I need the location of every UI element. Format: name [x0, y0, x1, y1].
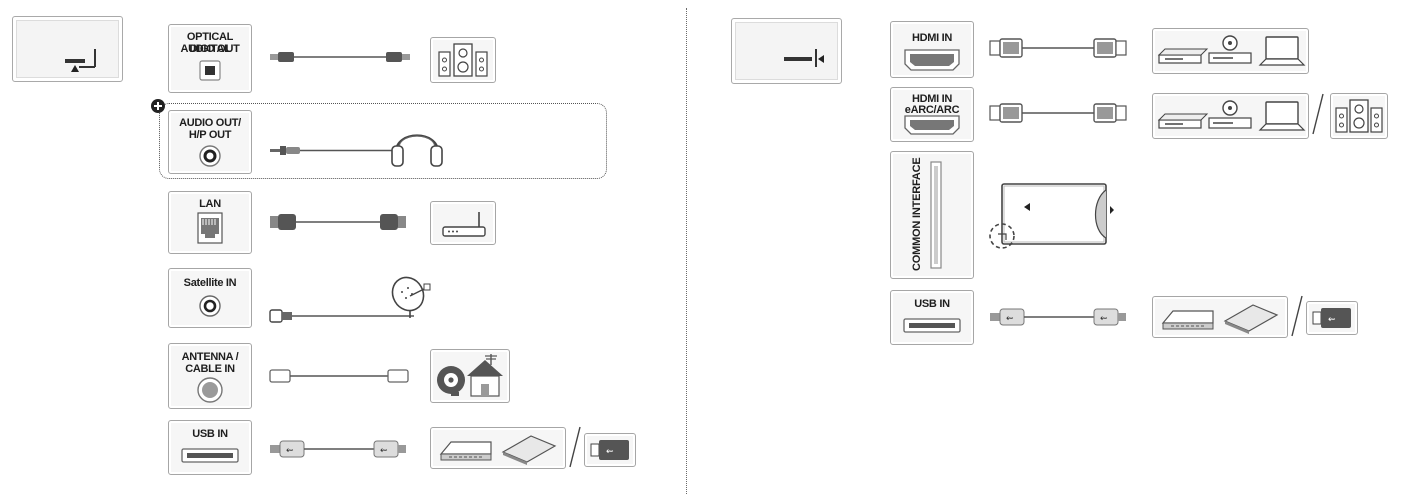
svg-text:⇜: ⇜ — [1006, 314, 1014, 324]
house-antenna-device — [430, 349, 510, 403]
speaker-icon — [438, 43, 488, 77]
slash-divider-left — [569, 426, 581, 468]
plus-circle-icon — [151, 99, 165, 113]
common-interface-panel: COMMON INTERFACE — [890, 151, 974, 279]
hdmi-devices — [1152, 28, 1309, 74]
audio-jack-icon — [199, 145, 221, 167]
lan-socket-icon — [197, 212, 223, 244]
hdmi-earc-socket-icon — [904, 115, 960, 135]
hdmi-earc-label-2: eARC/ARC — [904, 104, 960, 116]
satellite-dish-icon — [391, 276, 431, 318]
usb-cable-left: ⇜ ⇜ — [270, 440, 406, 458]
bluray-player-icon — [1157, 35, 1252, 64]
audio-out-port-panel: AUDIO OUT/ H/P OUT — [168, 110, 252, 174]
slash-divider-hdmi — [1312, 93, 1324, 135]
house-antenna-icon — [437, 354, 503, 397]
lan-port-panel: LAN — [168, 191, 252, 254]
antenna-port-label-1: ANTENNA / — [181, 351, 239, 363]
speaker-device — [430, 37, 496, 83]
tv-side-panel — [731, 18, 842, 84]
usb-port-panel-left: USB IN — [168, 420, 252, 475]
audio-out-label-1: AUDIO OUT/ — [179, 117, 241, 129]
ci-module-icon — [989, 183, 1114, 249]
satellite-cable — [269, 309, 414, 323]
usb-cable-right: ⇜ ⇜ — [990, 308, 1126, 326]
ci-slot-icon — [930, 161, 942, 269]
laptop-icon — [1258, 36, 1306, 66]
center-divider — [686, 8, 687, 494]
usb-socket-icon-left — [181, 448, 239, 463]
antenna-port-label-2: CABLE IN — [185, 363, 235, 375]
optical-port-label-1: OPTICAL DIGITAL — [186, 31, 234, 55]
satellite-socket-icon — [199, 295, 221, 317]
hdmi-cable — [989, 38, 1127, 58]
antenna-socket-icon — [197, 377, 223, 403]
bluray-player-icon-2 — [1157, 100, 1252, 129]
headphone-icon — [391, 134, 443, 167]
tv-bottom-panel — [12, 16, 123, 82]
antenna-cable — [269, 369, 409, 383]
lan-port-label: LAN — [199, 198, 221, 210]
usb-drive-device-left: ⇜ — [584, 433, 636, 467]
svg-text:⇜: ⇜ — [380, 446, 388, 456]
router-icon — [442, 212, 486, 237]
usb-socket-icon-right — [903, 318, 961, 333]
usb-drive-device-right: ⇜ — [1306, 301, 1358, 335]
hdmi-earc-label-1: HDMI IN — [911, 93, 953, 105]
hdmi-earc-port-panel: HDMI IN eARC/ARC — [890, 87, 974, 142]
optical-port-label-2: AUDIO OUT — [180, 43, 240, 55]
hdmi-socket-icon — [904, 49, 960, 71]
usb-port-label-left: USB IN — [192, 428, 228, 440]
hdmi-port-panel: HDMI IN — [890, 21, 974, 78]
headphone-cable — [270, 146, 394, 155]
optical-socket-icon — [199, 60, 221, 81]
usb-port-panel-right: USB IN — [890, 290, 974, 345]
antenna-port-panel: ANTENNA / CABLE IN — [168, 343, 252, 409]
speaker-icon-2 — [1335, 99, 1383, 133]
svg-text:⇜: ⇜ — [1328, 315, 1336, 325]
satellite-port-panel: Satellite IN — [168, 268, 252, 328]
hdmi-port-label: HDMI IN — [911, 32, 953, 44]
svg-text:⇜: ⇜ — [606, 447, 614, 457]
usb-port-label-right: USB IN — [914, 298, 950, 310]
usb-storage-device-right — [1152, 296, 1288, 338]
optical-port-panel: OPTICAL DIGITAL AUDIO OUT — [168, 24, 252, 93]
satellite-port-label: Satellite IN — [183, 277, 237, 289]
hard-disk-icon — [439, 435, 557, 465]
usb-drive-icon: ⇜ — [590, 440, 629, 460]
usb-drive-icon-2: ⇜ — [1312, 308, 1351, 328]
audio-out-label-2: H/P OUT — [188, 129, 232, 141]
optional-connection-frame — [159, 103, 607, 179]
lan-cable — [270, 214, 406, 230]
usb-storage-device-left — [430, 427, 566, 469]
router-device — [430, 201, 496, 245]
speaker-device-right — [1330, 93, 1388, 139]
hard-disk-icon-2 — [1161, 304, 1279, 334]
laptop-icon-2 — [1258, 101, 1306, 131]
tv-bottom-panel-icon — [65, 49, 96, 72]
slash-divider-right — [1291, 295, 1303, 337]
hdmi-earc-devices — [1152, 93, 1309, 139]
optical-cable — [270, 52, 410, 62]
svg-text:⇜: ⇜ — [1100, 314, 1108, 324]
svg-text:⇜: ⇜ — [286, 446, 294, 456]
hdmi-earc-cable — [989, 103, 1127, 123]
tv-side-panel-icon — [784, 49, 824, 67]
